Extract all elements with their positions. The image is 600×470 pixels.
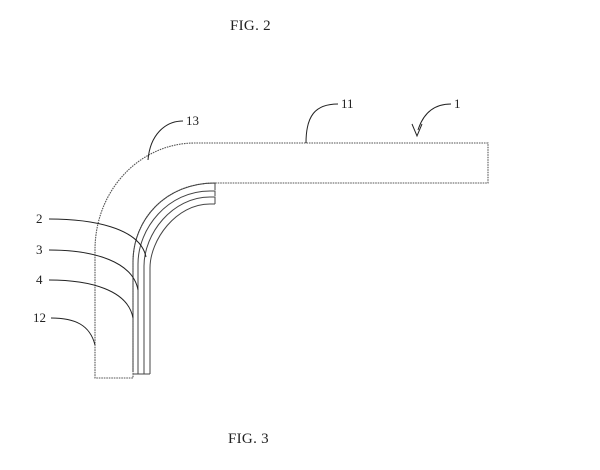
layer-2 [143, 196, 216, 374]
ref-label-2: 2 [36, 211, 43, 226]
leader-1-arrowhead [411, 123, 423, 138]
ref-label-4: 4 [36, 272, 43, 287]
ref-label-11: 11 [341, 96, 354, 111]
figure-caption-top: FIG. 2 [230, 18, 271, 34]
leader-3 [48, 249, 139, 291]
leader-2 [48, 218, 147, 258]
layer-4 [132, 182, 216, 372]
leader-12 [50, 317, 96, 346]
ref-label-3: 3 [36, 242, 43, 257]
leader-13 [147, 120, 184, 161]
layer-2-inner-edge [149, 203, 215, 374]
leader-1 [417, 103, 452, 131]
leader-11 [305, 103, 339, 144]
ref-label-13: 13 [186, 113, 199, 128]
leader-4 [48, 279, 134, 319]
layer-3 [137, 190, 216, 374]
bent-body-outline [94, 142, 489, 379]
figure-caption-bottom: FIG. 3 [228, 431, 269, 447]
ref-label-12: 12 [33, 310, 46, 325]
ref-label-1: 1 [454, 96, 461, 111]
